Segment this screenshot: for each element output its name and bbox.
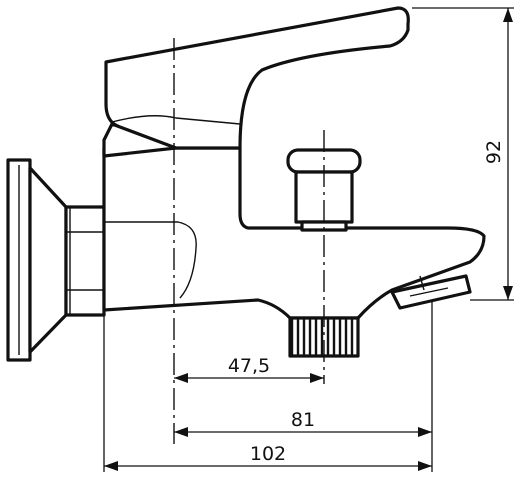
wall-flange [6, 158, 68, 362]
dim-92-label: 92 [483, 140, 505, 164]
dim-81-label: 81 [291, 409, 315, 431]
shower-outlet [390, 274, 472, 310]
body-inner-contour [104, 221, 197, 299]
dimension-102: 102 [104, 443, 432, 471]
dim-47-5-label: 47,5 [228, 355, 270, 377]
hex-nut [64, 205, 106, 317]
center-axes [173, 38, 325, 444]
mixer-body [102, 146, 486, 320]
flange-cone [28, 166, 68, 354]
dimension-81: 81 [174, 409, 432, 437]
handle-neck [102, 122, 178, 158]
dimension-92: 92 [483, 8, 513, 300]
dim-102-label: 102 [250, 443, 286, 465]
extension-lines [103, 7, 514, 472]
nut-body [64, 205, 106, 317]
handle-joint [111, 115, 241, 125]
dimension-47-5: 47,5 [174, 355, 324, 383]
lever-handle [104, 6, 410, 150]
